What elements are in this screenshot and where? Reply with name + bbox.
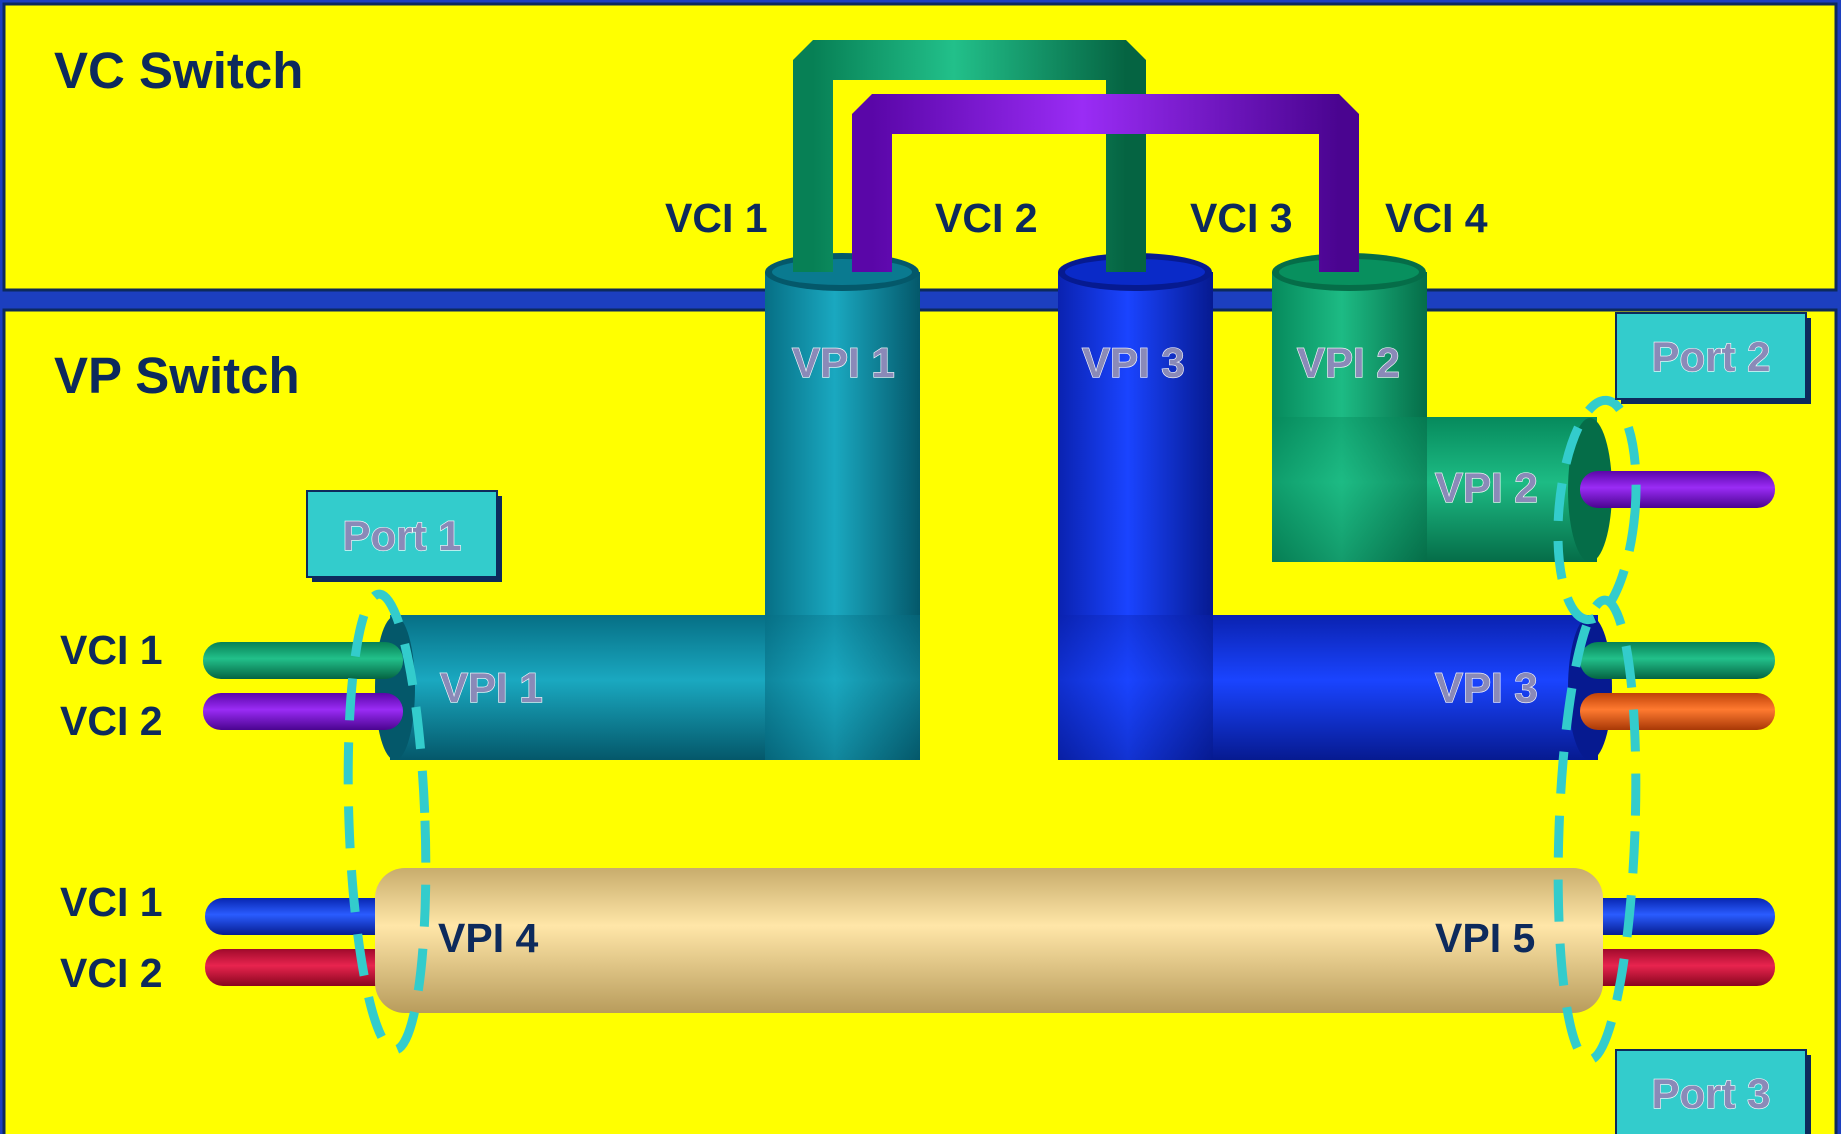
vp-switch-title: VP Switch (54, 347, 300, 404)
port-3-label: Port 3 (1651, 1070, 1770, 1117)
port-3-box: Port 3 (1616, 1050, 1811, 1134)
port2-vpi2-purple-line (1580, 471, 1775, 508)
vc-vci-3-label: VCI 3 (1190, 195, 1293, 241)
vpi-1-top-label: VPI 1 (792, 339, 895, 386)
tan-pipe-body (375, 868, 1603, 1013)
port1-vci-2-label: VCI 2 (60, 698, 163, 744)
port-2-label: Port 2 (1651, 333, 1770, 380)
vc-switch-title: VC Switch (54, 42, 303, 99)
vpi-3-top-label: VPI 3 (1082, 339, 1185, 386)
vpi-4-label: VPI 4 (438, 915, 538, 961)
port-2-box: Port 2 (1616, 313, 1811, 404)
port-1-box: Port 1 (307, 491, 502, 582)
port1-vci1-green-line (203, 642, 403, 679)
vpi-5-label: VPI 5 (1435, 915, 1535, 961)
port2-vpi3-orange-line (1580, 693, 1775, 730)
vc-vci-2-label: VCI 2 (935, 195, 1038, 241)
vpi-2-top-label: VPI 2 (1297, 339, 1400, 386)
vpi4-vci-1-label: VCI 1 (60, 879, 163, 925)
vpi-3-right-label: VPI 3 (1435, 664, 1538, 711)
vpi4-vci-2-label: VCI 2 (60, 950, 163, 996)
port1-vci2-purple-line (203, 693, 403, 730)
port1-vci-1-label: VCI 1 (60, 627, 163, 673)
port2-vpi3-green-line (1580, 642, 1775, 679)
vpi-1-left-label: VPI 1 (440, 664, 543, 711)
port-1-label: Port 1 (342, 512, 461, 559)
vc-vci-4-label: VCI 4 (1385, 195, 1488, 241)
vc-vci-1-label: VCI 1 (665, 195, 768, 241)
vpi-2-right-label: VPI 2 (1435, 464, 1538, 511)
